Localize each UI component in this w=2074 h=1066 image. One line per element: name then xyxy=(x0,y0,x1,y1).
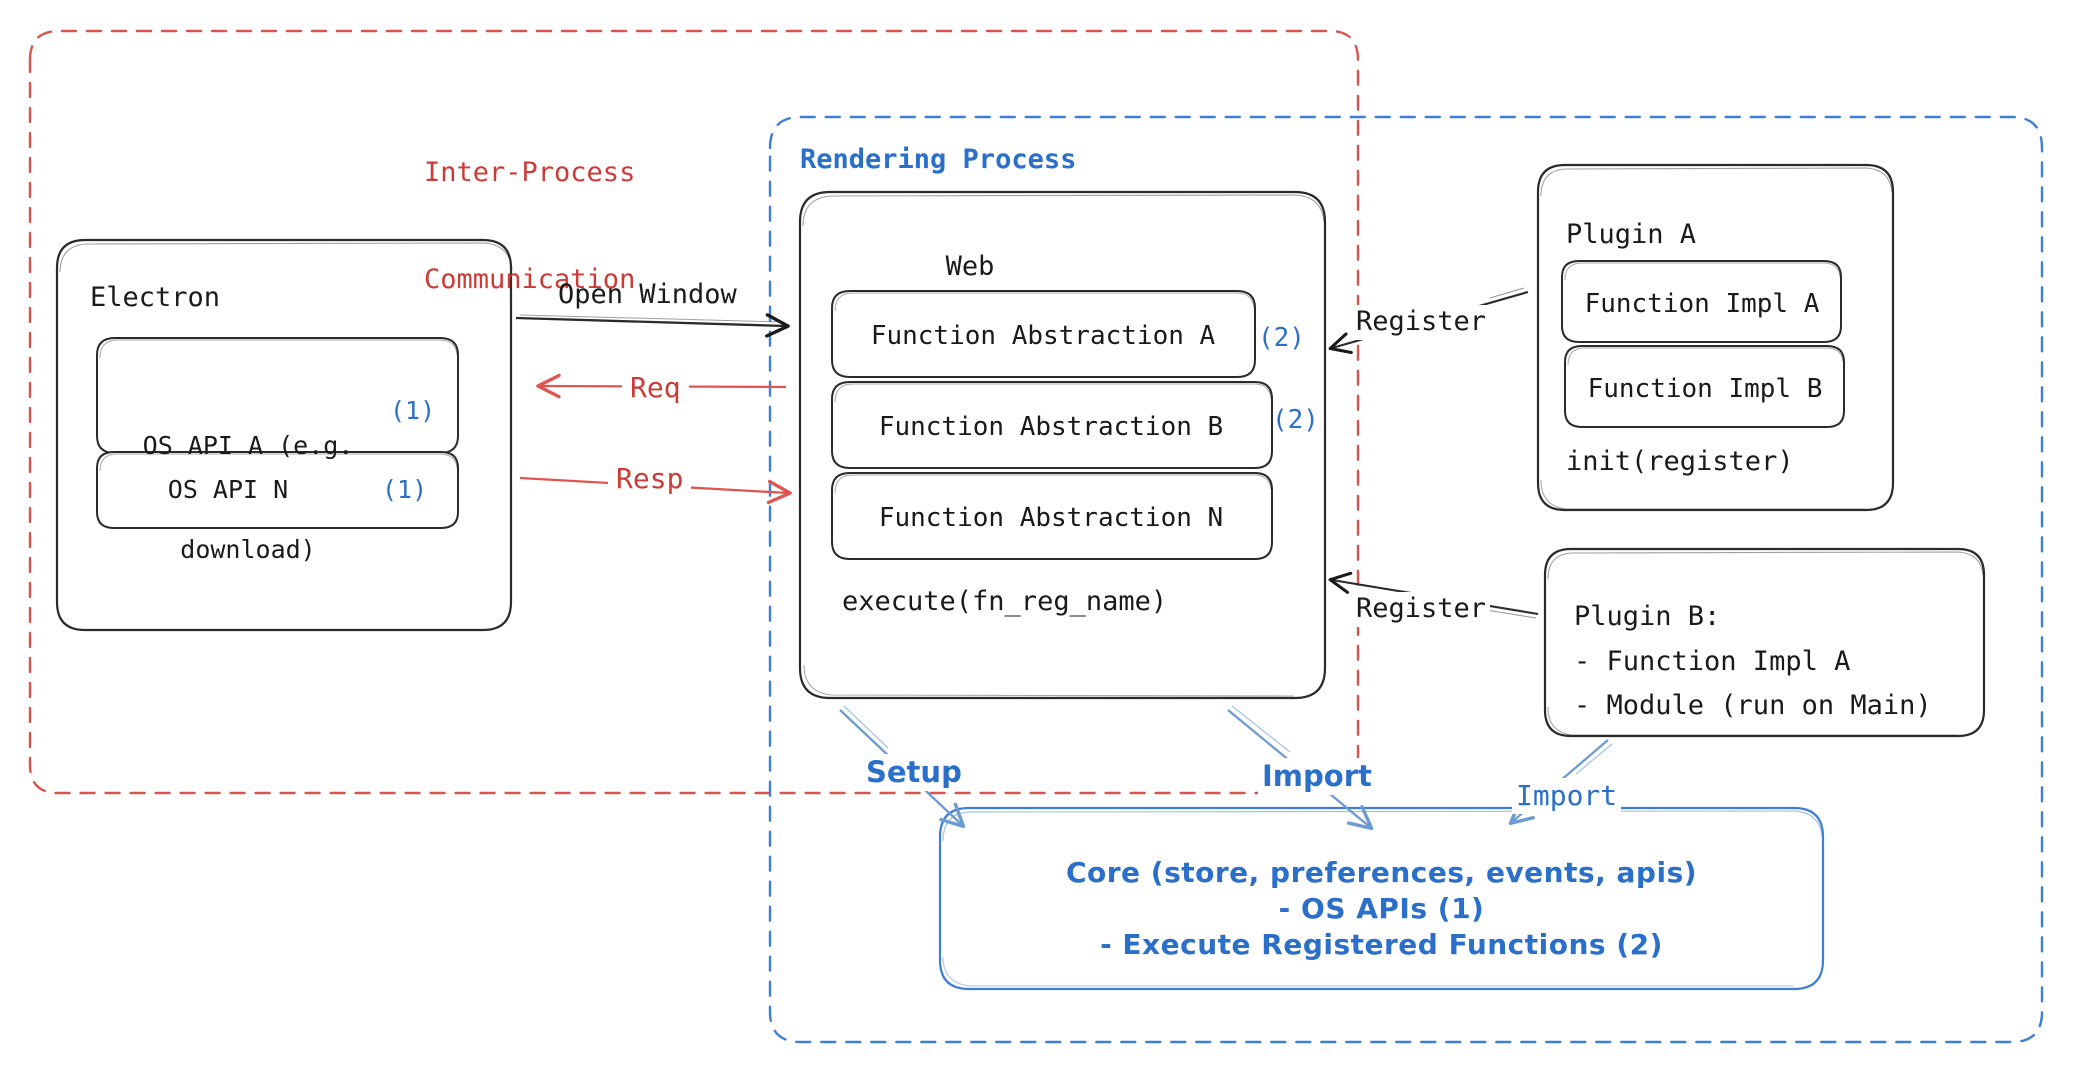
edge-label-setup: Setup xyxy=(862,754,966,792)
edge-label-resp: Resp xyxy=(608,461,692,497)
node-function-abstraction-a-label: Function Abstraction A xyxy=(870,321,1216,351)
node-os-api-n-label: OS API N xyxy=(167,475,289,504)
os-api-a-line2: download) xyxy=(180,534,316,564)
node-function-abstraction-n-label: Function Abstraction N xyxy=(878,503,1224,533)
edge-label-register-plugin-b: Register xyxy=(1352,592,1491,627)
group-ipc-title-line1: Inter-Process xyxy=(424,157,636,189)
function-abstraction-b-badge: (2) xyxy=(1272,405,1319,435)
group-rendering-title: Rendering Process xyxy=(800,144,1077,175)
node-core-line-3: - Execute Registered Functions (2) xyxy=(1100,928,1663,961)
node-function-impl-b-label: Function Impl B xyxy=(1587,374,1823,404)
node-os-api-a-label: OS API A (e.g. download) xyxy=(104,360,392,636)
group-ipc-title: Inter-Process Communication xyxy=(424,84,635,369)
edge-label-register-plugin-a: Register xyxy=(1352,305,1491,340)
node-electron-title: Electron xyxy=(90,282,221,313)
node-plugin-a-footer: init(register) xyxy=(1566,446,1794,477)
node-plugin-b-line-1: - Function Impl A xyxy=(1574,646,1851,677)
node-plugin-b-title: Plugin B: xyxy=(1574,601,1721,632)
os-api-n-badge: (1) xyxy=(382,475,428,504)
edge-label-import-web: Import xyxy=(1258,758,1376,796)
node-function-abstraction-b-label: Function Abstraction B xyxy=(878,412,1224,442)
node-core-line-2: - OS APIs (1) xyxy=(1278,892,1485,925)
function-abstraction-a-badge: (2) xyxy=(1258,323,1305,353)
edge-label-open-window: Open Window xyxy=(558,279,737,310)
group-ipc-title-line2: Communication xyxy=(424,264,636,296)
edge-label-import-plugin-b: Import xyxy=(1512,778,1622,814)
os-api-a-badge: (1) xyxy=(390,396,436,425)
node-function-impl-a-label: Function Impl A xyxy=(1584,289,1820,319)
node-plugin-a-title: Plugin A xyxy=(1566,219,1697,250)
node-web-footer: execute(fn_reg_name) xyxy=(842,586,1168,617)
node-core-line-1: Core (store, preferences, events, apis) xyxy=(1065,856,1698,889)
os-api-a-line1: OS API A (e.g. xyxy=(142,431,354,460)
node-web-title: Web xyxy=(945,251,995,282)
node-plugin-b-line-2: - Module (run on Main) xyxy=(1574,690,1932,721)
edge-label-req: Req xyxy=(622,370,689,406)
